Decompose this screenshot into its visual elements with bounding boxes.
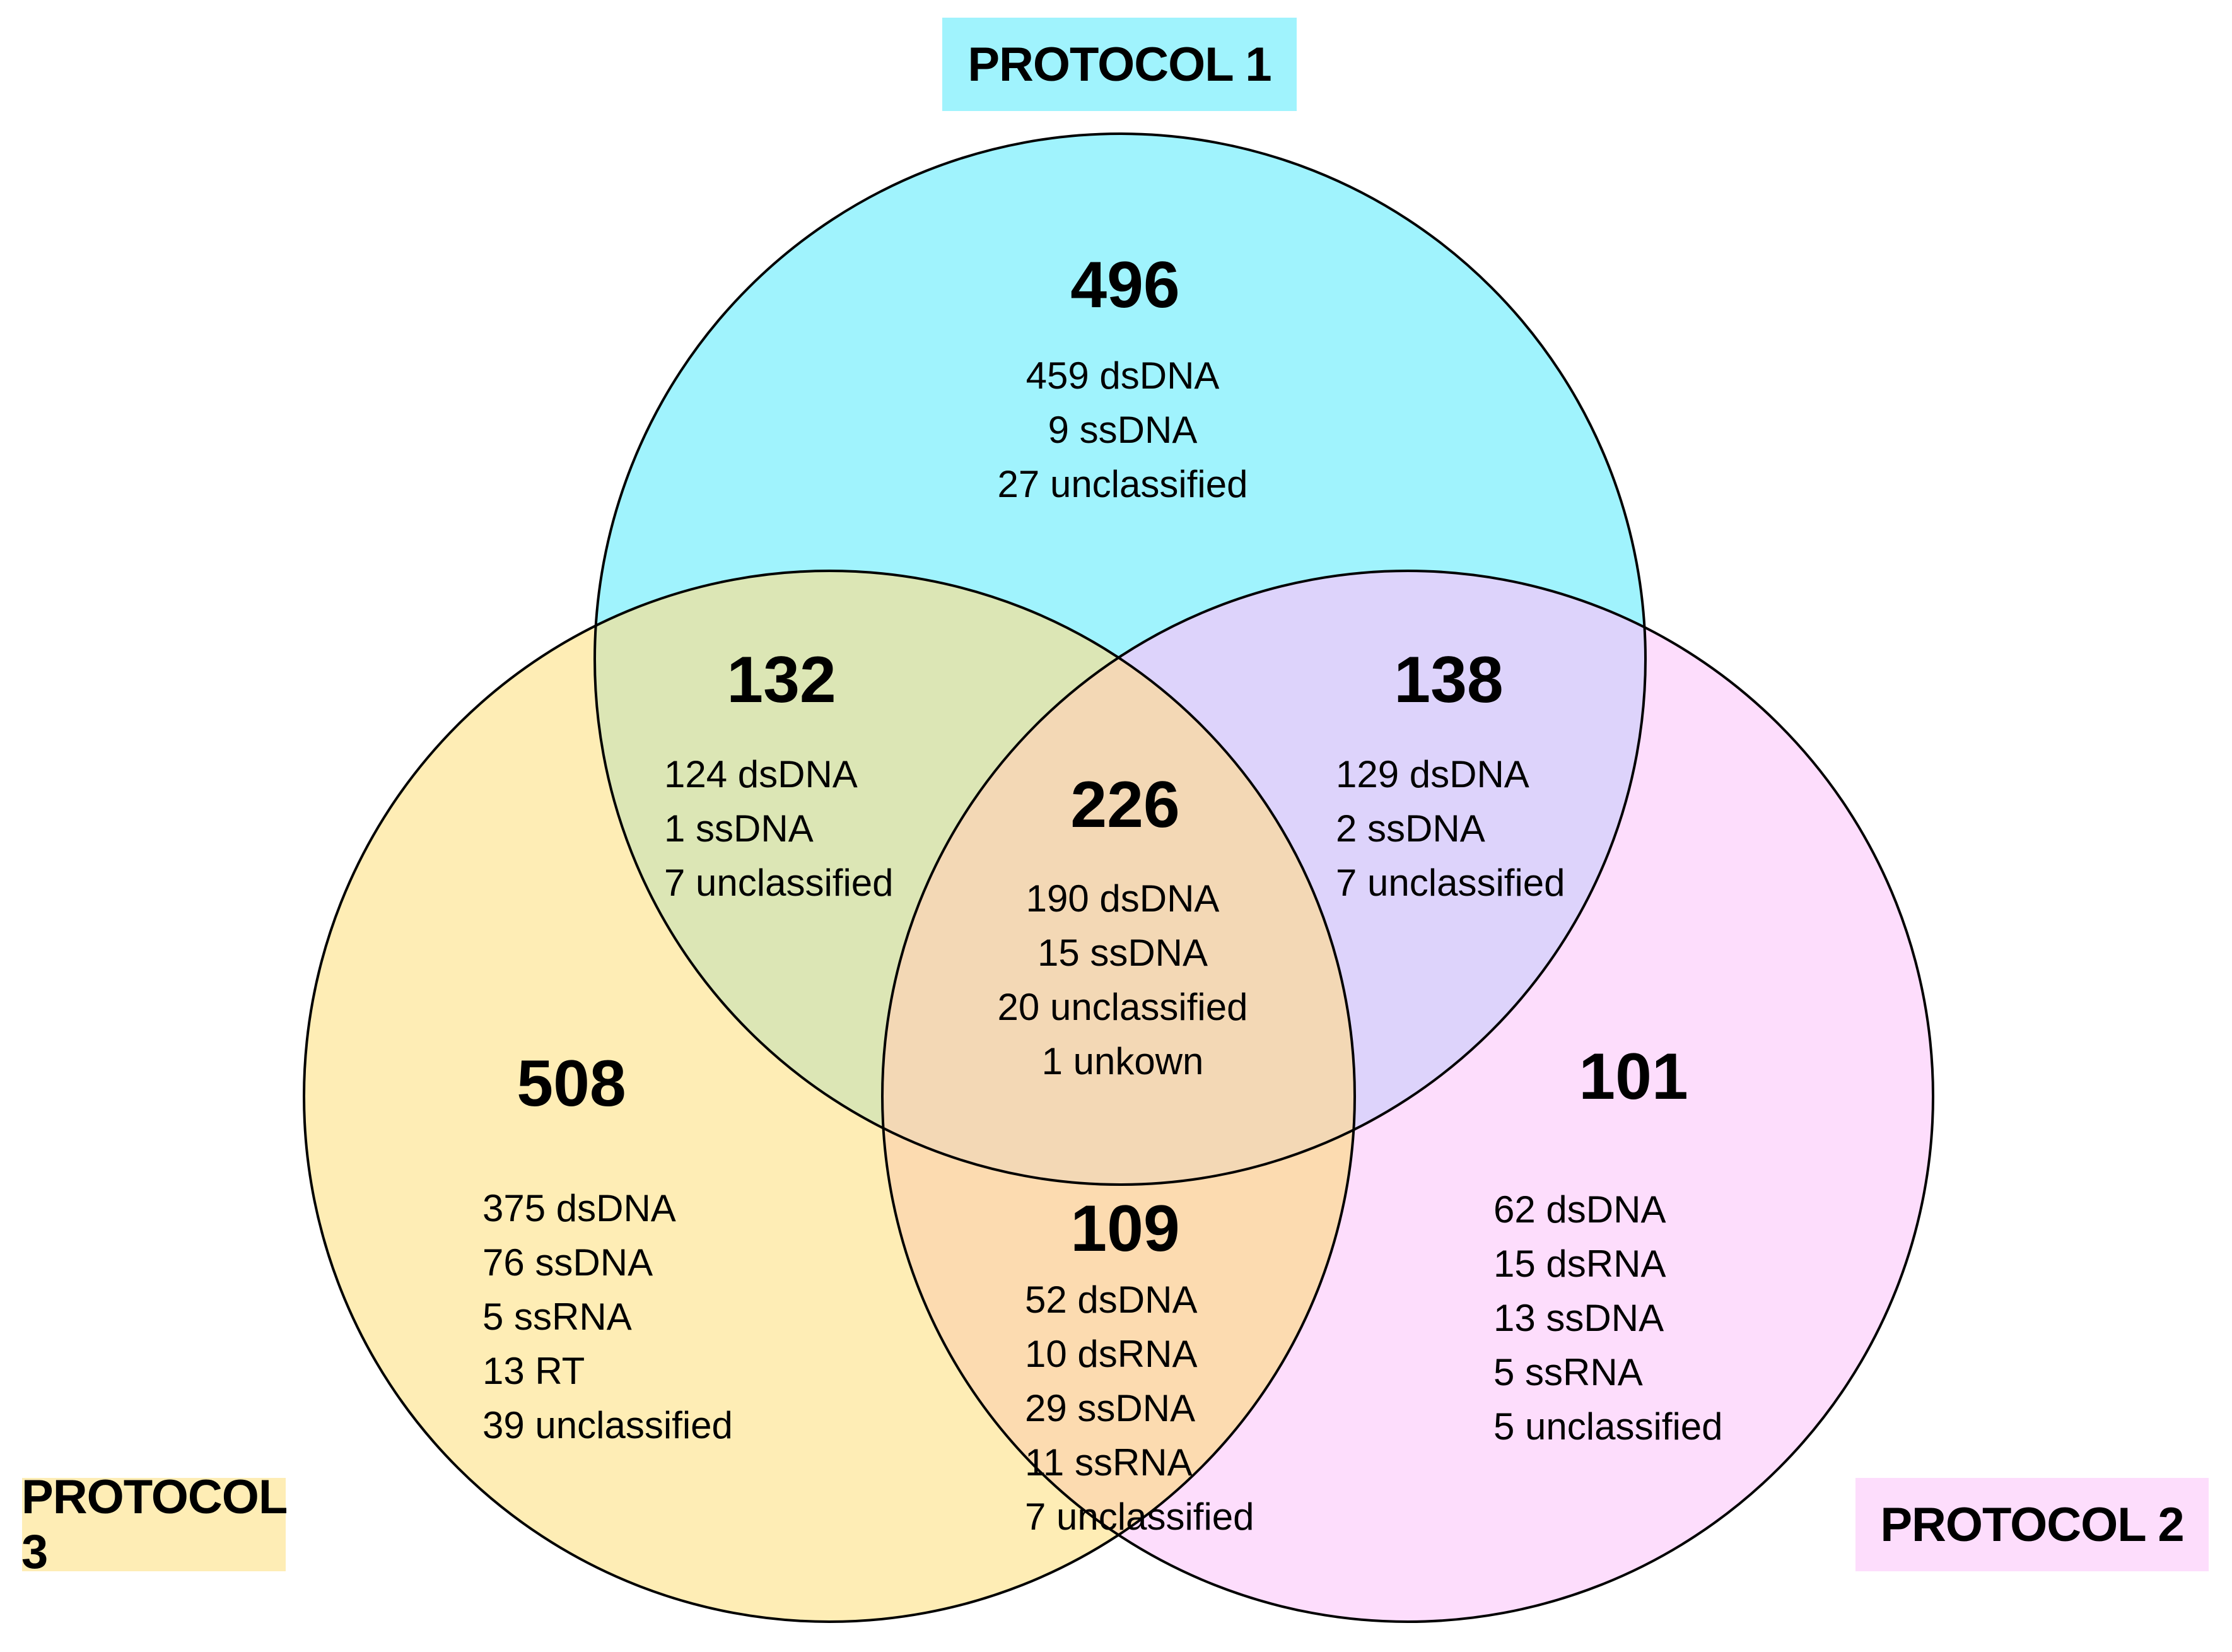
- breakdown-line: 1 unkown: [1041, 1040, 1204, 1082]
- breakdown-line: 7 unclassified: [1025, 1496, 1254, 1538]
- breakdown-line: 7 unclassified: [664, 862, 894, 904]
- region-all-total: 226: [1070, 768, 1180, 841]
- protocol1-label: PROTOCOL 1: [942, 18, 1297, 111]
- protocol2-label-text: PROTOCOL 2: [1880, 1497, 2184, 1552]
- breakdown-line: 11 ssRNA: [1025, 1441, 1193, 1484]
- region-p2-p3-total: 109: [1070, 1192, 1180, 1265]
- region-p3-only-total: 508: [517, 1047, 626, 1120]
- breakdown-line: 10 dsRNA: [1025, 1333, 1198, 1375]
- region-p2-p3-breakdown: 52 dsDNA 10 dsRNA 29 ssDNA 11 ssRNA 7 un…: [1025, 1273, 1254, 1544]
- region-p1-only-breakdown: 459 dsDNA 9 ssDNA 27 unclassified: [998, 349, 1248, 512]
- breakdown-line: 52 dsDNA: [1025, 1279, 1198, 1321]
- breakdown-line: 190 dsDNA: [1025, 877, 1220, 920]
- breakdown-line: 375 dsDNA: [482, 1187, 676, 1229]
- breakdown-line: 7 unclassified: [1336, 862, 1565, 904]
- breakdown-line: 27 unclassified: [997, 463, 1248, 505]
- breakdown-line: 124 dsDNA: [664, 753, 858, 795]
- region-p1-p2-breakdown: 129 dsDNA 2 ssDNA 7 unclassified: [1336, 747, 1565, 910]
- breakdown-line: 5 ssRNA: [482, 1296, 632, 1338]
- region-p2-only-total: 101: [1579, 1040, 1688, 1113]
- region-all-breakdown: 190 dsDNA 15 ssDNA 20 unclassified 1 unk…: [998, 872, 1248, 1089]
- breakdown-line: 459 dsDNA: [1025, 354, 1220, 397]
- protocol3-label: PROTOCOL 3: [21, 1470, 287, 1579]
- breakdown-line: 29 ssDNA: [1025, 1387, 1196, 1429]
- breakdown-line: 9 ssDNA: [1048, 409, 1198, 451]
- breakdown-line: 13 RT: [482, 1350, 585, 1392]
- region-p1-p3-breakdown: 124 dsDNA 1 ssDNA 7 unclassified: [664, 747, 894, 910]
- breakdown-line: 15 dsRNA: [1493, 1243, 1666, 1285]
- breakdown-line: 39 unclassified: [482, 1404, 733, 1446]
- breakdown-line: 62 dsDNA: [1493, 1188, 1666, 1231]
- protocol1-label-text: PROTOCOL 1: [967, 37, 1271, 91]
- region-p1-p3-total: 132: [727, 643, 836, 717]
- breakdown-line: 13 ssDNA: [1493, 1297, 1664, 1339]
- breakdown-line: 2 ssDNA: [1336, 807, 1485, 850]
- region-p1-only-total: 496: [1070, 249, 1180, 322]
- region-p2-only-breakdown: 62 dsDNA 15 dsRNA 13 ssDNA 5 ssRNA 5 unc…: [1493, 1183, 1723, 1454]
- breakdown-line: 129 dsDNA: [1336, 753, 1529, 795]
- breakdown-line: 5 unclassified: [1493, 1405, 1723, 1448]
- breakdown-line: 15 ssDNA: [1037, 932, 1208, 974]
- breakdown-line: 5 ssRNA: [1493, 1351, 1643, 1393]
- breakdown-line: 20 unclassified: [997, 986, 1248, 1028]
- region-p3-only-breakdown: 375 dsDNA 76 ssDNA 5 ssRNA 13 RT 39 uncl…: [482, 1181, 733, 1453]
- protocol2-label: PROTOCOL 2: [1855, 1478, 2209, 1571]
- protocol3-label-text: PROTOCOL 3: [21, 1470, 287, 1579]
- breakdown-line: 1 ssDNA: [664, 807, 814, 850]
- overlap-all: [882, 571, 1355, 1185]
- breakdown-line: 76 ssDNA: [482, 1241, 653, 1284]
- region-p1-p2-total: 138: [1394, 643, 1504, 717]
